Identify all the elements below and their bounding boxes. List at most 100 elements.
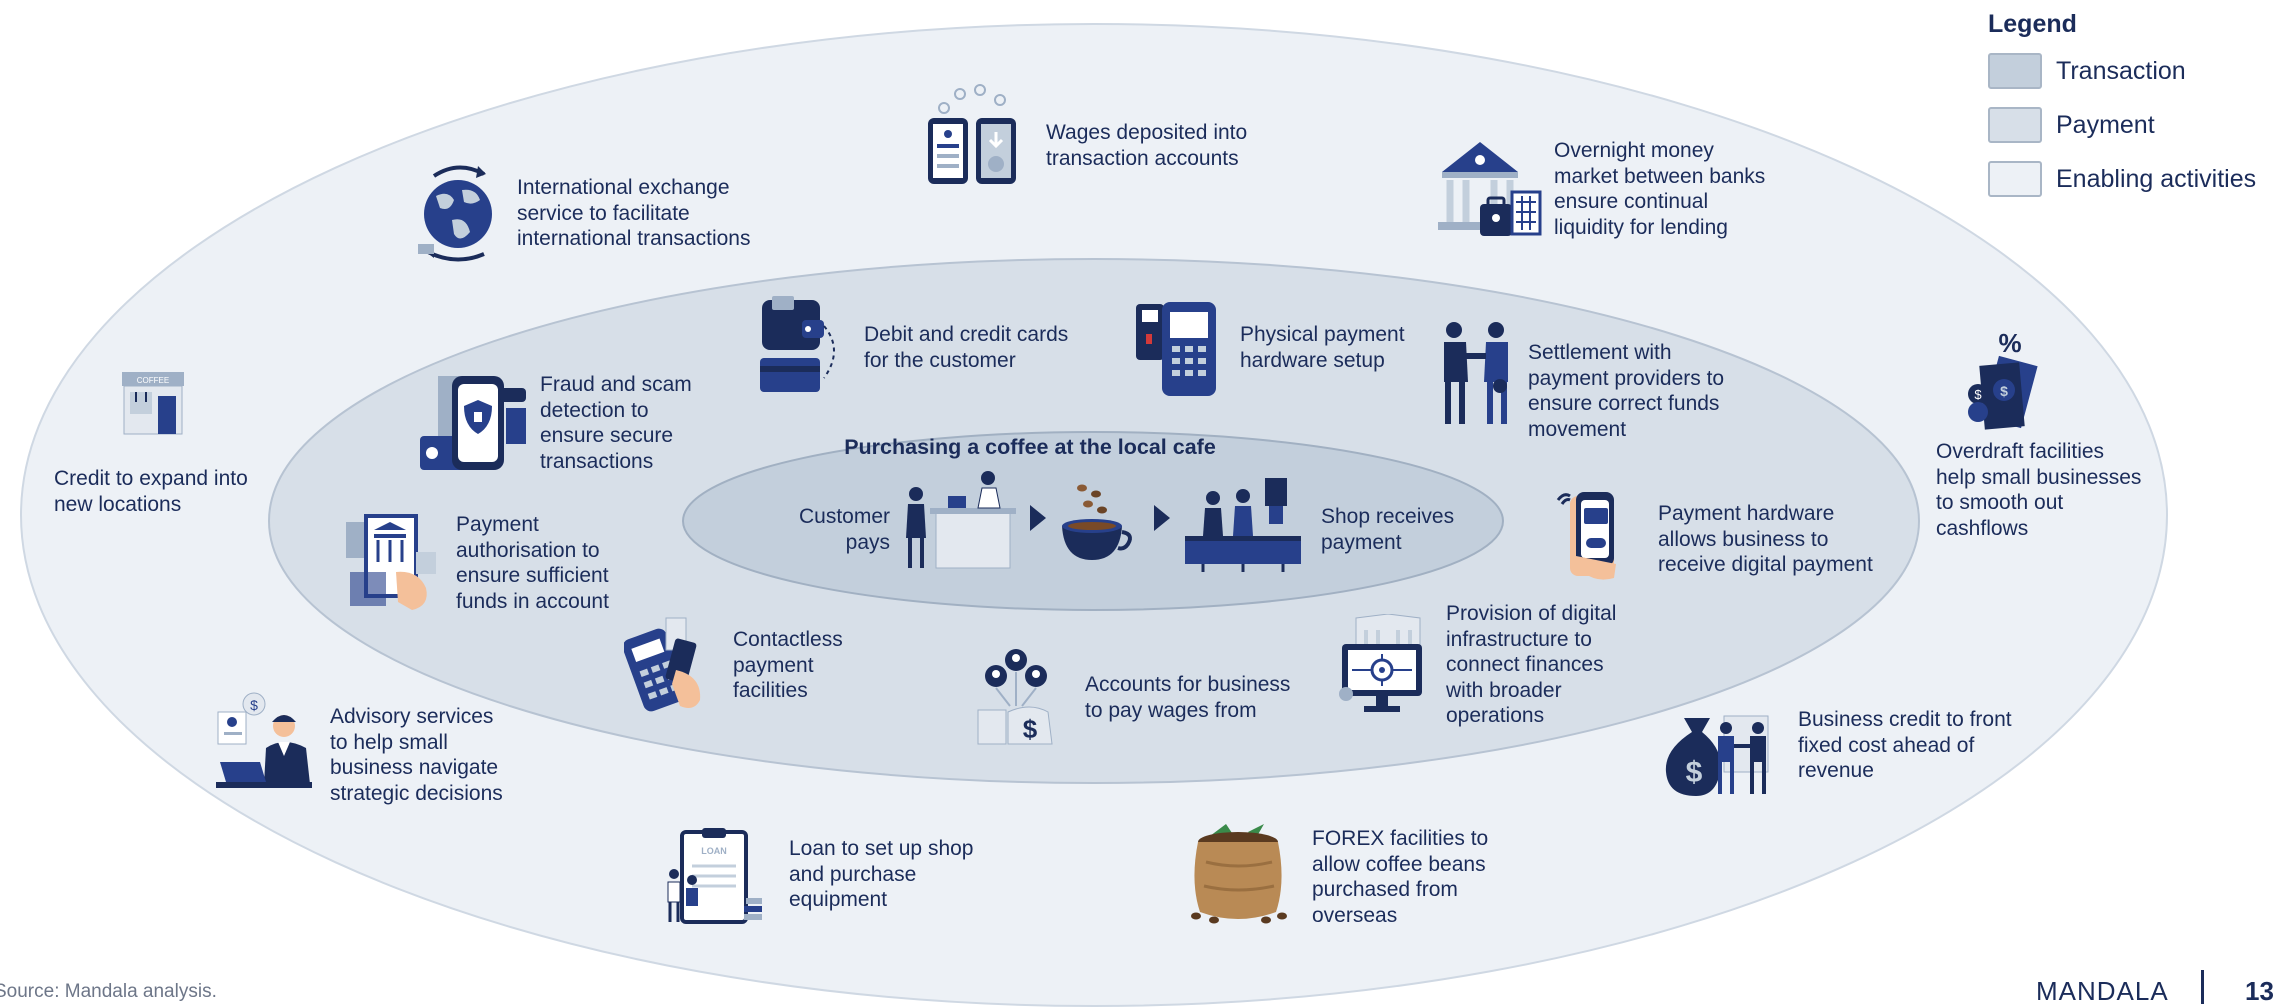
label-line: and purchase bbox=[789, 862, 917, 886]
legend-swatch-payment bbox=[1988, 107, 2042, 143]
globe-exchange-icon bbox=[418, 165, 492, 262]
label-loan: Loan to set up shop and purchase equipme… bbox=[789, 836, 973, 913]
label-line: hardware setup bbox=[1240, 348, 1385, 372]
customer-pays-line: pays bbox=[845, 530, 890, 554]
label-line: International exchange bbox=[517, 176, 730, 199]
customer-pays-line: Customer bbox=[798, 505, 890, 528]
label-overdraft: Overdraft facilities help small business… bbox=[1936, 439, 2141, 541]
label-line: to pay wages from bbox=[1085, 698, 1257, 722]
label-line: Physical payment bbox=[1240, 323, 1405, 346]
legend-item-transaction: Transaction bbox=[1988, 52, 2186, 90]
center-title: Purchasing a coffee at the local cafe bbox=[844, 435, 1216, 459]
label-line: new locations bbox=[54, 492, 182, 516]
legend-label-transaction: Transaction bbox=[2056, 56, 2186, 85]
payment-terminal-icon bbox=[1136, 302, 1216, 396]
label-line: Contactless bbox=[733, 628, 843, 651]
page-number: 13 bbox=[2245, 976, 2274, 1006]
source-note: Source: Mandala analysis. bbox=[0, 981, 217, 1002]
label-line: market between banks bbox=[1554, 164, 1766, 188]
label-line: fixed cost ahead of bbox=[1798, 733, 1975, 757]
label-line: Wages deposited into bbox=[1046, 121, 1248, 144]
label-line: ensure sufficient bbox=[456, 564, 609, 587]
customer-pays-label: Customer pays bbox=[790, 504, 890, 555]
label-line: Overdraft facilities bbox=[1936, 440, 2105, 463]
label-forex: FOREX facilities to allow coffee beans p… bbox=[1312, 826, 1488, 928]
arrow-right-icon bbox=[1030, 505, 1046, 531]
label-line: payment bbox=[733, 653, 814, 677]
loan-sign-text: LOAN bbox=[701, 846, 727, 856]
label-line: facilities bbox=[733, 679, 808, 702]
contactless-card-icon bbox=[624, 617, 701, 712]
label-line: FOREX facilities to bbox=[1312, 827, 1489, 850]
label-phone-payment: Payment hardware allows business to rece… bbox=[1658, 501, 1873, 578]
label-overnight: Overnight money market between banks ens… bbox=[1554, 138, 1765, 240]
legend-item-enabling: Enabling activities bbox=[1988, 160, 2256, 198]
label-physical-hardware: Physical payment hardware setup bbox=[1240, 322, 1405, 373]
shop-receives-line: payment bbox=[1321, 530, 1402, 554]
label-line: liquidity for lending bbox=[1554, 215, 1728, 239]
label-line: Overnight money bbox=[1554, 139, 1714, 162]
footer-divider bbox=[2201, 970, 2204, 1004]
label-line: allow coffee beans bbox=[1312, 852, 1486, 876]
legend-title: Legend bbox=[1988, 10, 2077, 38]
money-percent-icon: % $ $ bbox=[1968, 328, 2038, 430]
label-fraud: Fraud and scam detection to ensure secur… bbox=[540, 372, 692, 474]
label-line: operations bbox=[1446, 704, 1545, 727]
label-line: detection to bbox=[540, 398, 649, 422]
label-digital-infrastructure: Provision of digital infrastructure to c… bbox=[1446, 601, 1616, 729]
label-line: Payment hardware bbox=[1658, 502, 1835, 525]
shop-receives-line: Shop receives bbox=[1321, 505, 1455, 528]
digital-infrastructure-icon bbox=[1339, 614, 1422, 712]
bank-authorisation-icon bbox=[346, 514, 436, 610]
label-line: international transactions bbox=[517, 227, 751, 250]
label-line: Loan to set up shop bbox=[789, 837, 974, 860]
label-line: to smooth out bbox=[1936, 491, 2064, 514]
loan-document-icon: LOAN bbox=[667, 828, 762, 924]
cafe-customers-icon bbox=[1185, 478, 1301, 572]
legend-swatch-transaction bbox=[1988, 53, 2042, 89]
label-line: business navigate bbox=[330, 756, 499, 779]
label-line: purchased from bbox=[1312, 878, 1458, 901]
label-line: Fraud and scam bbox=[540, 373, 692, 396]
label-line: ensure correct funds bbox=[1528, 392, 1720, 415]
phone-payment-icon bbox=[1556, 492, 1616, 580]
label-line: connect finances bbox=[1446, 653, 1604, 676]
legend-swatch-enabling bbox=[1988, 161, 2042, 197]
label-line: movement bbox=[1528, 417, 1627, 441]
svg-text:$: $ bbox=[1974, 387, 1982, 402]
label-contactless: Contactless payment facilities bbox=[733, 627, 843, 704]
legend-label-enabling: Enabling activities bbox=[2056, 164, 2257, 193]
label-line: for the customer bbox=[864, 348, 1016, 372]
bank-building-icon bbox=[1438, 142, 1542, 236]
label-settlement: Settlement with payment providers to ens… bbox=[1528, 340, 1724, 442]
arrow-right-icon bbox=[1154, 505, 1170, 531]
money-bag-handshake-icon: $ bbox=[1665, 715, 1769, 796]
label-line: authorisation to bbox=[456, 538, 600, 562]
shop-receives-label: Shop receives payment bbox=[1321, 504, 1454, 555]
label-line: transactions bbox=[540, 449, 654, 473]
label-line: allows business to bbox=[1658, 527, 1829, 551]
legend-item-payment: Payment bbox=[1988, 106, 2155, 144]
svg-text:%: % bbox=[1998, 328, 2021, 358]
label-line: Credit to expand into bbox=[54, 467, 248, 490]
label-line: to help small bbox=[330, 730, 448, 754]
brand-name: MANDALA bbox=[2036, 976, 2169, 1006]
label-line: revenue bbox=[1798, 759, 1874, 782]
legend-label-payment: Payment bbox=[2056, 110, 2155, 139]
label-line: Business credit to front bbox=[1798, 708, 2012, 731]
label-line: Accounts for business bbox=[1085, 673, 1291, 696]
label-line: receive digital payment bbox=[1658, 553, 1873, 576]
label-line: service to facilitate bbox=[517, 201, 690, 225]
label-line: transaction accounts bbox=[1046, 146, 1239, 170]
credit-cards-icon bbox=[760, 296, 835, 392]
label-line: Payment bbox=[456, 513, 539, 536]
label-line: Provision of digital bbox=[1446, 602, 1617, 625]
label-line: Debit and credit cards bbox=[864, 323, 1069, 346]
label-wage-accounts: Accounts for business to pay wages from bbox=[1085, 672, 1290, 723]
secure-phone-icon bbox=[420, 376, 526, 470]
business-accounts-icon: $ bbox=[977, 649, 1053, 745]
label-line: cashflows bbox=[1936, 516, 2029, 540]
label-line: with broader bbox=[1446, 678, 1562, 702]
wages-phones-icon bbox=[928, 84, 1016, 184]
